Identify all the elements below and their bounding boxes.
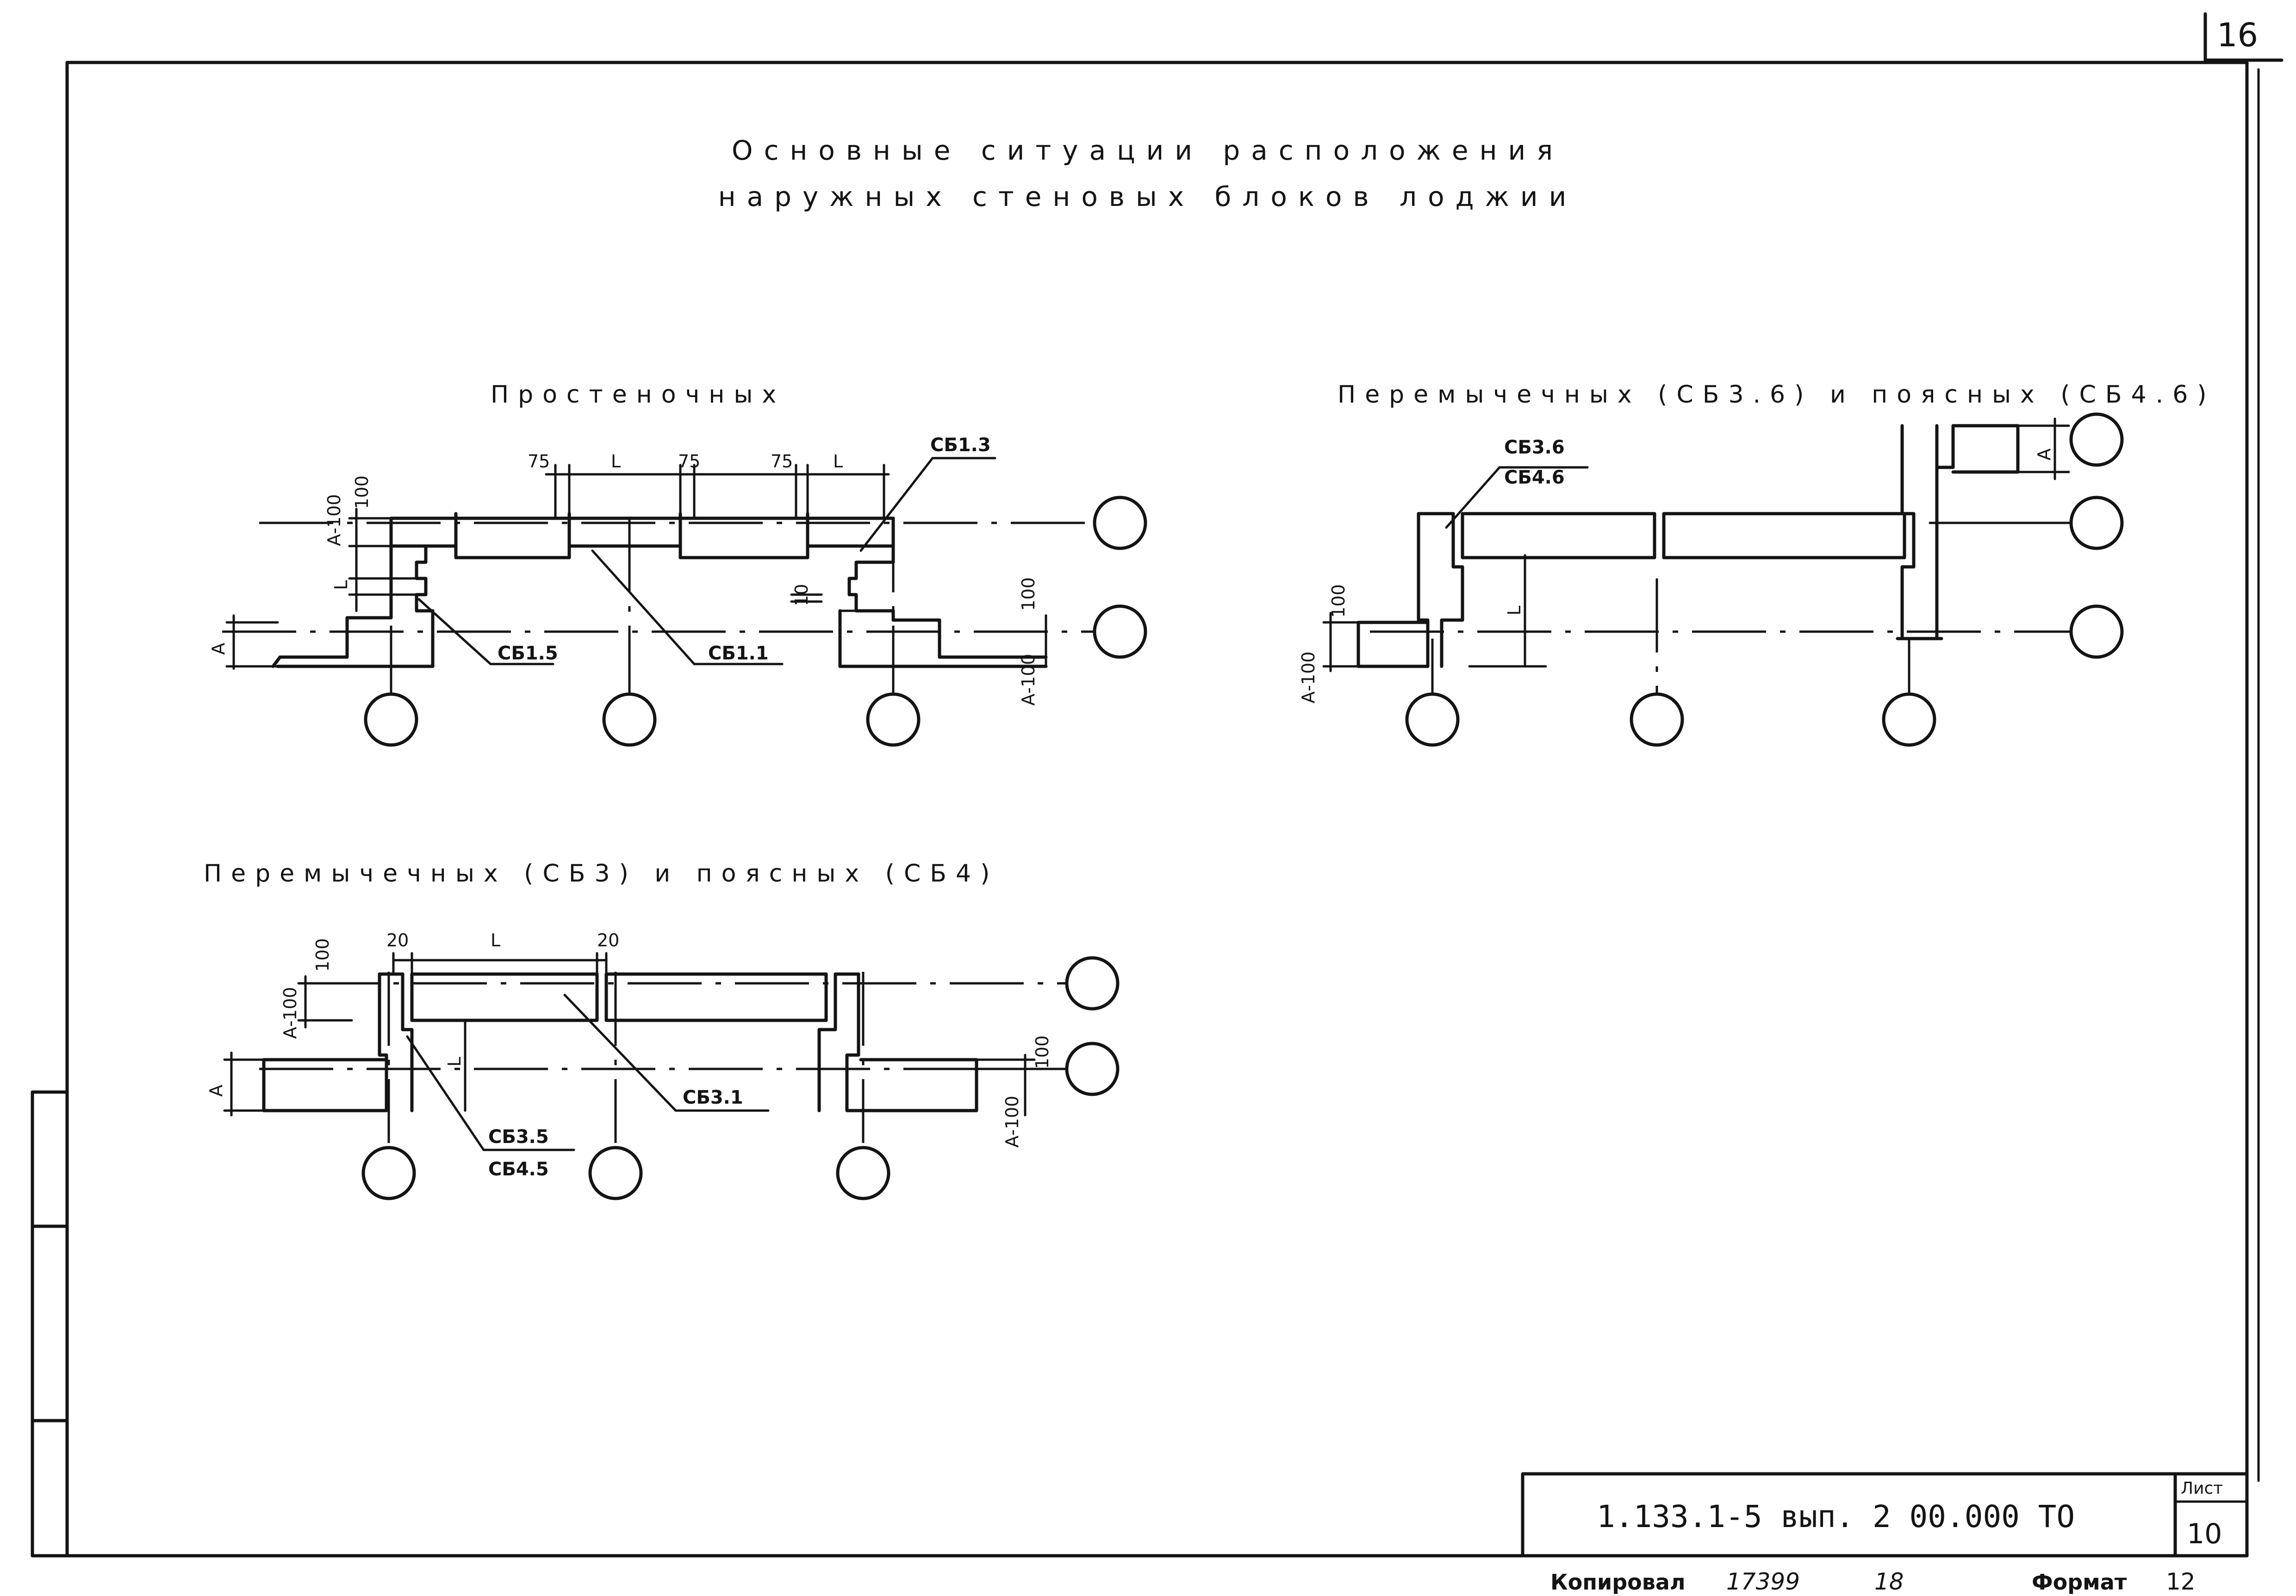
dim-A: А: [2034, 448, 2054, 460]
label-sb45: СБ4.5: [488, 1159, 549, 1180]
copied-number: 17399: [1726, 1568, 1800, 1595]
dim-20: 20: [386, 930, 409, 950]
leader-line: [1445, 466, 1501, 529]
diagram-peremychechnye-sb3: 20 L 20 100 А-100 А L 100 А-100 СБ3.5 СБ…: [206, 930, 1120, 1200]
dim-L: L: [1504, 606, 1524, 615]
dim-100: 100: [352, 475, 372, 509]
dim-L: L: [331, 580, 351, 590]
wall-block-sb15: [389, 544, 435, 668]
label-sb15: СБ1.5: [498, 643, 558, 664]
dim-a-100: А-100: [1298, 652, 1319, 703]
dim-A: А: [206, 1085, 226, 1097]
axis-marker-circle: [2069, 496, 2124, 550]
title-block: [1521, 1472, 2249, 1558]
axis-marker-circle: [1093, 496, 1147, 550]
format-value: 12: [2166, 1568, 2196, 1595]
sheet-frame: [65, 61, 2249, 1558]
diagram-peremychechnye-sb36: А L 100 А-100 СБ3.6 СБ4.6: [1298, 412, 2124, 747]
leader-line: [859, 457, 934, 552]
diagram-prostenochnye: 75 L 75 75 L А-100 100 L А 100 А-100 10 …: [208, 435, 1147, 747]
dim-a-100: А-100: [280, 987, 300, 1039]
leader-line: [417, 598, 492, 665]
sheet-label: Лист: [2181, 1479, 2223, 1498]
dim-L: L: [611, 451, 621, 472]
axis-marker-circle: [866, 692, 921, 747]
wall-block-sb13: [847, 544, 1048, 659]
dim-100: 100: [1032, 1035, 1052, 1069]
axis-marker-circle: [2069, 412, 2124, 467]
document-code: 1.133.1-5 вып. 2 00.000 ТО: [1597, 1499, 2075, 1534]
wall-block-sb35: [817, 972, 837, 1112]
dim-a-100: А-100: [324, 494, 344, 546]
section-heading-sb3: Перемычечных (СБ3) и поясных (СБ4): [204, 860, 999, 888]
axis-marker-circle: [364, 692, 418, 747]
dim-75: 75: [528, 451, 550, 472]
leader-line: [591, 549, 696, 665]
title-line-2: наружных стеновых блоков лоджии: [718, 181, 1578, 212]
label-sb31: СБ3.1: [683, 1087, 743, 1108]
wall-block-sb46: [1900, 424, 1916, 640]
dim-a-100: А-100: [1002, 1096, 1022, 1148]
leader-line: [406, 1035, 485, 1151]
axis-marker-circle: [2069, 604, 2124, 659]
axis-marker-circle: [1065, 1042, 1120, 1096]
dim-20: 20: [597, 930, 619, 950]
leader-line: [563, 994, 677, 1112]
axis-marker-circle: [361, 1146, 416, 1200]
dim-75: 75: [771, 451, 793, 472]
axis-marker-circle: [602, 692, 657, 747]
dim-75: 75: [678, 451, 700, 472]
copied-label: Копировал: [1550, 1570, 1686, 1595]
wall-block-sb31: [604, 972, 828, 1022]
label-sb46: СБ4.6: [1504, 467, 1565, 488]
dim-100: 100: [1328, 584, 1349, 618]
axis-marker-circle: [588, 1146, 643, 1200]
axis-marker-circle: [1093, 604, 1147, 659]
axis-marker-circle: [1630, 692, 1684, 747]
dim-100: 100: [1018, 577, 1039, 611]
section-heading-sb36: Перемычечных (СБ3.6) и поясных (СБ4.6): [1338, 381, 2216, 409]
wall-block-sb36: [1461, 512, 1656, 559]
binding-strip: [31, 1090, 69, 1558]
dim-a-100: А-100: [1018, 654, 1039, 706]
axis-marker-circle: [1882, 692, 1936, 747]
sheet-number: 10: [2187, 1518, 2222, 1550]
dim-A: А: [208, 643, 229, 655]
label-sb13: СБ1.3: [930, 435, 991, 456]
title-line-1: Основные ситуации расположения: [732, 135, 1564, 166]
format-label: Формат: [2032, 1570, 2127, 1595]
dim-L: L: [833, 451, 843, 472]
section-heading-prostenochnye: Простеночных: [491, 381, 785, 409]
dimension-chain: [545, 464, 890, 520]
page-number: 16: [2217, 16, 2258, 54]
label-sb35: СБ3.5: [488, 1126, 549, 1148]
label-sb36: СБ3.6: [1504, 437, 1565, 458]
wall-block-sb31: [410, 972, 599, 1022]
axis-marker-circle: [1065, 956, 1120, 1011]
dim-L: L: [491, 930, 500, 950]
wall-block-sb36: [1662, 512, 1906, 559]
copied-extra: 18: [1874, 1568, 1904, 1595]
wall-block-sb11: [389, 516, 895, 559]
axis-marker-circle: [1405, 692, 1460, 747]
dim-100: 100: [312, 938, 333, 972]
dim-L: L: [444, 1057, 465, 1067]
axis-marker-circle: [836, 1146, 890, 1200]
label-sb11: СБ1.1: [708, 643, 769, 664]
